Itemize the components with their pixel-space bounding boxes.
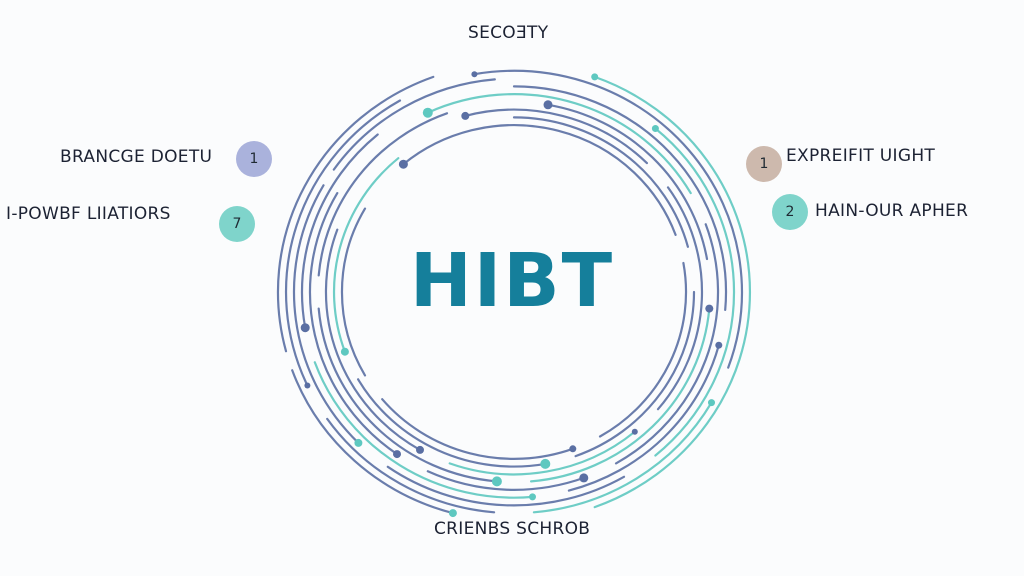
left-item-2-badge: 7 (219, 206, 255, 242)
right-item-1-label: EXPREIFIT UIGHT (786, 146, 936, 166)
top-label: SECOƎTY (468, 23, 549, 43)
left-item-1-badge: 1 (236, 141, 272, 177)
right-item-2-label: HAIN-OUR APHER (815, 201, 969, 221)
bottom-label: CRIENBS SCHROB (434, 519, 591, 539)
right-item-1-badge: 1 (746, 146, 782, 182)
center-title: HIBT (409, 238, 615, 324)
right-item-2-badge: 2 (772, 194, 808, 230)
left-item-2-label: I-POWBF LIIATIORS (6, 204, 171, 224)
left-item-1-label: BRANCGE DOETU (60, 147, 213, 167)
